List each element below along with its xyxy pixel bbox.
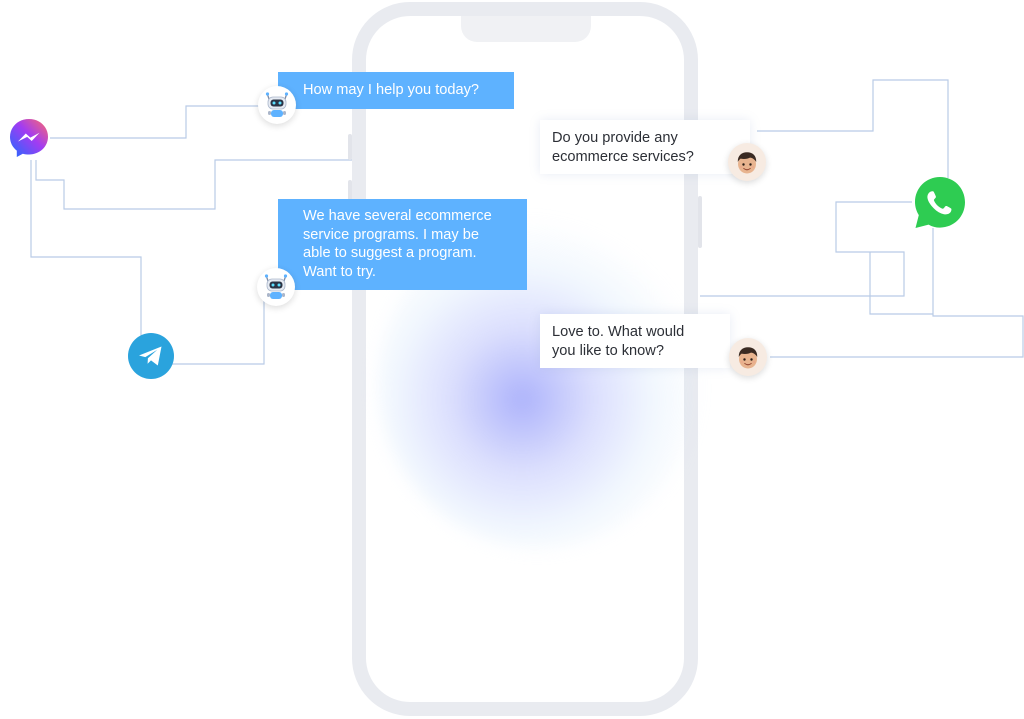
- message-text: Love to. What would you like to know?: [552, 324, 685, 359]
- power-button: [698, 196, 702, 248]
- person-icon: [728, 143, 766, 181]
- telegram-icon: [128, 333, 174, 379]
- message-bot-1: How may I help you today?: [278, 72, 514, 109]
- volume-up-button: [348, 134, 352, 160]
- message-user-1: Do you provide any ecommerce services?: [540, 120, 750, 174]
- person-icon: [729, 338, 767, 376]
- message-text: Do you provide any ecommerce services?: [552, 130, 694, 165]
- message-text: We have several ecommerce service progra…: [303, 208, 492, 280]
- robot-icon: [257, 268, 295, 306]
- message-user-2: Love to. What would you like to know?: [540, 314, 730, 368]
- message-text: How may I help you today?: [303, 82, 480, 98]
- messenger-icon: [7, 116, 51, 160]
- robot-icon: [258, 86, 296, 124]
- whatsapp-icon: [911, 174, 969, 232]
- phone-notch: [461, 16, 591, 42]
- message-bot-2: We have several ecommerce service progra…: [278, 199, 527, 290]
